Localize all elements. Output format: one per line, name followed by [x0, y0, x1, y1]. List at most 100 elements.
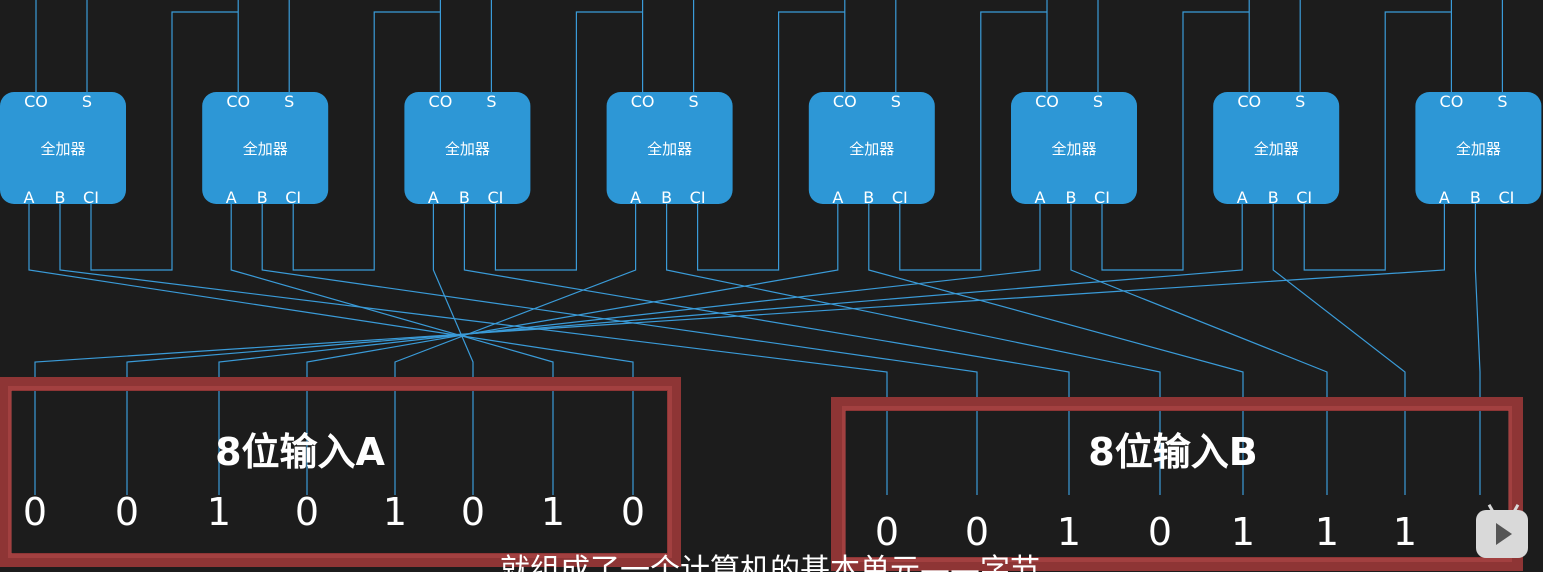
pin-s-label: S [1497, 92, 1507, 111]
pin-s-label: S [689, 92, 699, 111]
full-adder-body [404, 92, 531, 204]
carry-wire [899, 11, 1047, 271]
input-a-wire [218, 204, 1041, 495]
full-adder-label: 全加器 [647, 140, 692, 158]
pin-co-label: CO [833, 92, 857, 111]
input-a-bit: 0 [461, 490, 485, 534]
pin-b-label: B [55, 188, 66, 207]
carry-wire [494, 11, 643, 271]
full-adder-label: 全加器 [1051, 140, 1096, 158]
full-adder: CO S 全加器 A B CI [1213, 92, 1340, 207]
input-b-wire [1070, 204, 1328, 495]
pin-b-label: B [257, 188, 268, 207]
full-adder-label: 全加器 [1254, 140, 1299, 158]
input-a-bit: 0 [295, 490, 319, 534]
pin-co-label: CO [1237, 92, 1261, 111]
wires [28, 0, 1504, 495]
input-a-title: 8位输入A [215, 430, 385, 474]
input-b-bit: 0 [1148, 510, 1172, 554]
input-a-bit: 0 [23, 490, 47, 534]
input-b-wire [59, 204, 888, 495]
input-b-wire [261, 204, 978, 495]
pin-a-label: A [1237, 188, 1248, 207]
pin-ci-label: CI [487, 188, 503, 207]
input-a-bits: 0 0 1 0 1 0 1 0 [23, 490, 645, 534]
full-adder-body [808, 92, 935, 204]
input-b-wire [463, 204, 1070, 495]
pin-s-label: S [1093, 92, 1103, 111]
full-adder-label: 全加器 [849, 140, 894, 158]
pin-co-label: CO [226, 92, 250, 111]
full-adder-body [202, 92, 329, 204]
adders: CO S 全加器 A B CI CO S 全加器 A B CI CO S 全加器 A B CI CO S 全加器 A B CI… [0, 92, 1542, 207]
input-a-bit: 0 [115, 490, 139, 534]
full-adder-body [1011, 92, 1137, 204]
pin-ci-label: CI [1094, 188, 1110, 207]
pin-a-label: A [832, 188, 843, 207]
input-a-bit: 1 [207, 490, 231, 534]
pin-co-label: CO [1440, 92, 1464, 111]
subtitle-caption: 就组成了一个计算机的基本单元——字节 [500, 553, 1040, 572]
input-b-wire [1474, 204, 1481, 495]
pin-ci-label: CI [690, 188, 706, 207]
input-a-wire [432, 204, 474, 495]
pin-b-label: B [863, 188, 874, 207]
pin-a-label: A [630, 188, 641, 207]
input-a-bit: 0 [621, 490, 645, 534]
input-a-frame-texture [8, 386, 672, 558]
pin-ci-label: CI [285, 188, 301, 207]
input-b-bit: 1 [1393, 510, 1417, 554]
input-a-bit: 1 [383, 490, 407, 534]
input-a-wire [230, 204, 554, 495]
pin-s-label: S [1295, 92, 1305, 111]
input-b-bit: 1 [1315, 510, 1339, 554]
pin-b-label: B [661, 188, 672, 207]
pin-s-label: S [284, 92, 294, 111]
pin-a-label: A [226, 188, 237, 207]
input-b-wire [1272, 204, 1406, 495]
pin-s-label: S [82, 92, 92, 111]
input-a-wire [28, 204, 634, 495]
input-b-bit: 1 [1057, 510, 1081, 554]
full-adder-body [0, 92, 126, 204]
input-a-wire [306, 204, 839, 495]
carry-wire [292, 11, 441, 271]
input-frames [0, 377, 1523, 571]
pin-a-label: A [1439, 188, 1450, 207]
play-triangle [1496, 523, 1512, 545]
input-b-title: 8位输入B [1088, 430, 1257, 474]
full-adder: CO S 全加器 A B CI [606, 92, 733, 207]
pin-a-label: A [24, 188, 35, 207]
pin-b-label: B [1470, 188, 1481, 207]
input-b-bit: 1 [1231, 510, 1255, 554]
input-a-bit: 1 [541, 490, 565, 534]
input-b-bits: 0 0 1 0 1 1 1 [875, 510, 1417, 554]
pin-ci-label: CI [1296, 188, 1312, 207]
pin-ci-label: CI [83, 188, 99, 207]
pin-co-label: CO [631, 92, 655, 111]
full-adder-label: 全加器 [1456, 140, 1501, 158]
pin-co-label: CO [1035, 92, 1059, 111]
carry-wire [1101, 11, 1250, 271]
carry-wire [1303, 11, 1452, 271]
pin-b-label: B [459, 188, 470, 207]
pin-ci-label: CI [1498, 188, 1514, 207]
input-b-bit: 0 [965, 510, 989, 554]
full-adder-body [1415, 92, 1542, 204]
pin-s-label: S [891, 92, 901, 111]
full-adder-label: 全加器 [445, 140, 490, 158]
input-a-wire [126, 204, 1243, 495]
play-icon[interactable] [1476, 510, 1528, 558]
input-b-frame [831, 397, 1523, 571]
pin-a-label: A [428, 188, 439, 207]
pin-b-label: B [1268, 188, 1279, 207]
pin-co-label: CO [24, 92, 48, 111]
input-b-bit: 0 [875, 510, 899, 554]
input-a-frame [0, 377, 681, 567]
